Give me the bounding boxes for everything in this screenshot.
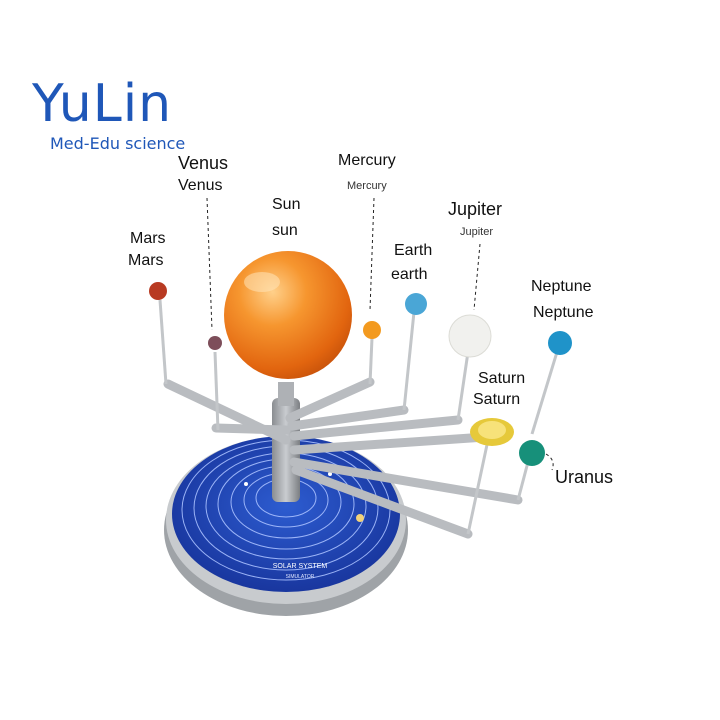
jupiter-ball: [448, 314, 492, 358]
saturn-label: Saturn: [478, 370, 526, 387]
brand-tagline: Med-Edu science: [50, 134, 186, 153]
mercury-label: Mercury: [338, 152, 396, 169]
venus-ball: [208, 336, 222, 350]
mars-ball: [149, 282, 167, 300]
jupiter-sublabel: Jupiter: [460, 226, 494, 238]
saturn-sublabel: Saturn: [473, 391, 521, 408]
base-title: SOLAR SYSTEM: [273, 563, 328, 570]
earth-sublabel: earth: [391, 266, 428, 283]
earth-ball: [405, 293, 427, 315]
sun-sublabel: sun: [272, 222, 298, 239]
sun-label: Sun: [272, 196, 301, 213]
base-planet-marker: [356, 514, 364, 522]
neptune-label: Neptune: [531, 278, 592, 295]
uranus-ball: [519, 440, 545, 466]
planet-arms: [163, 377, 523, 539]
uranus-label: Uranus: [555, 467, 614, 487]
mars-sublabel: Mars: [128, 252, 164, 269]
venus-sublabel: Venus: [178, 177, 223, 194]
leader-lines: [206, 197, 554, 471]
earth-label: Earth: [394, 242, 433, 259]
neptune-ball: [548, 331, 572, 355]
sun-ball: [224, 251, 352, 379]
neptune-sublabel: Neptune: [533, 304, 594, 321]
base-subtitle: SIMULATOR: [286, 574, 315, 580]
jupiter-label: Jupiter: [448, 199, 503, 219]
mars-label: Mars: [130, 230, 166, 247]
saturn-ball: [470, 418, 514, 446]
brand-logo: YuLin: [32, 74, 173, 134]
venus-label: Venus: [178, 153, 229, 173]
mercury-ball: [363, 321, 381, 339]
mercury-sublabel: Mercury: [347, 180, 387, 192]
